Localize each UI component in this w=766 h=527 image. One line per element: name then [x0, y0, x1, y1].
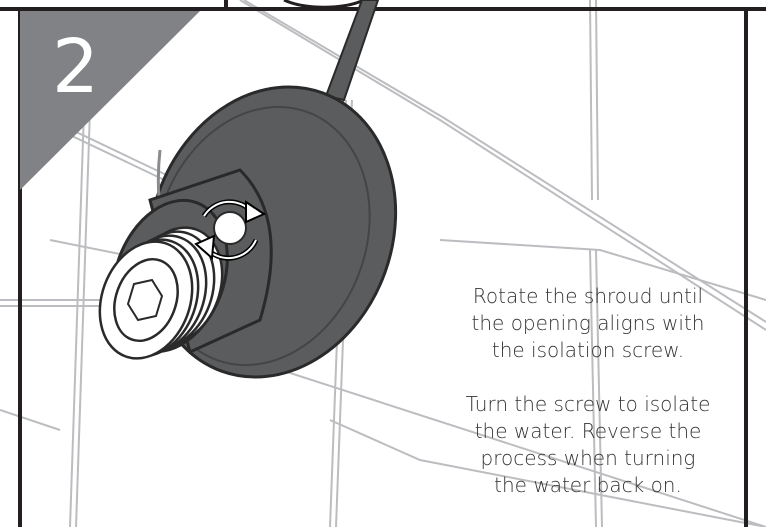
- rotate-arrowheads: [194, 200, 267, 261]
- instruction-line: process when turning: [480, 446, 696, 470]
- instruction-line: the opening aligns with: [471, 311, 705, 335]
- instruction-line: Rotate the shroud until: [472, 284, 704, 308]
- instruction-line: Turn the screw to isolate: [465, 392, 711, 416]
- hex-nut-icon: [126, 278, 164, 322]
- instruction-line: the isolation screw.: [491, 338, 685, 362]
- instruction-paragraph-2: Turn the screw to isolate the water. Rev…: [418, 391, 758, 499]
- previous-step-circle: [283, 0, 365, 9]
- instruction-paragraph-1: Rotate the shroud until the opening alig…: [418, 283, 758, 364]
- instruction-line: the water. Reverse the: [474, 419, 702, 443]
- step-badge: [20, 11, 200, 190]
- step-number: 2: [52, 24, 100, 110]
- instruction-text: Rotate the shroud until the opening alig…: [418, 283, 758, 499]
- instruction-line: the water back on.: [494, 473, 682, 497]
